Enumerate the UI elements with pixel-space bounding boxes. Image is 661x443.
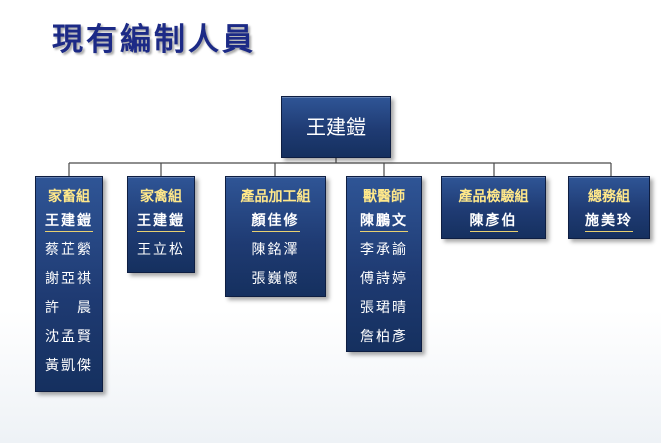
group-member: 陳銘澤	[251, 242, 300, 258]
group-member: 黃凱傑	[45, 358, 93, 374]
group-title: 產品加工組	[240, 189, 311, 205]
group-box-veterinarian: 獸醫師 陳鵬文 李承諭 傅詩婷 張珺晴 詹柏彥	[346, 176, 422, 352]
group-member: 傅詩婷	[360, 271, 408, 287]
group-box-inspection: 產品檢驗組 陳彥伯	[441, 176, 546, 239]
group-member: 詹柏彥	[360, 329, 408, 345]
group-box-livestock: 家畜組 王建鎧 蔡芷縈 謝亞祺 許 晨 沈孟賢 黃凱傑	[35, 176, 103, 392]
group-leader: 王建鎧	[128, 207, 194, 236]
group-member: 李承諭	[360, 242, 408, 258]
group-box-general-affairs: 總務組 施美玲	[568, 176, 650, 239]
group-box-processing: 產品加工組 顏佳修 陳銘澤 張巍懷	[225, 176, 326, 297]
group-leader: 施美玲	[569, 207, 649, 236]
group-title: 獸醫師	[363, 189, 405, 205]
group-leader: 顏佳修	[226, 207, 325, 236]
group-member: 張珺晴	[360, 300, 408, 316]
group-member: 謝亞祺	[45, 271, 93, 287]
group-leader: 陳鵬文	[347, 207, 421, 236]
group-box-poultry: 家禽組 王建鎧 王立松	[127, 176, 195, 273]
group-member: 蔡芷縈	[45, 242, 93, 258]
group-title: 產品檢驗組	[458, 189, 529, 205]
group-member: 王立松	[137, 242, 185, 258]
group-leader: 王建鎧	[36, 207, 102, 236]
root-node: 王建鎧	[281, 96, 391, 158]
group-leader: 陳彥伯	[442, 207, 545, 236]
group-member: 沈孟賢	[45, 329, 93, 345]
group-title: 家畜組	[48, 189, 90, 205]
group-title: 家禽組	[140, 189, 182, 205]
group-member: 許 晨	[45, 300, 93, 316]
group-member: 張巍懷	[251, 271, 300, 287]
page-title: 現有編制人員	[52, 22, 256, 58]
group-title: 總務組	[588, 189, 630, 205]
